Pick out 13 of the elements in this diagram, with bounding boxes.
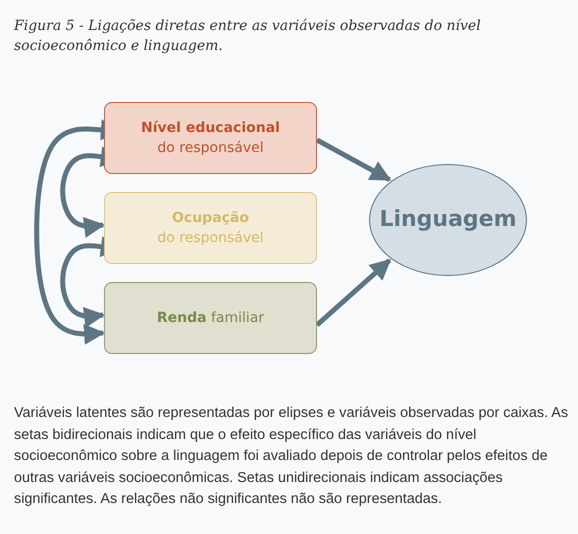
variable-name: Renda familiar: [156, 309, 264, 328]
caption: Variáveis latentes são representadas por elipses e variáveis observadas por caixas. As setas bidirecionais indicam que o efeito específico das variáveis do nível socioeconômico sobre a linguagem foi avaliado depois de controlar pelos efeitos de outras variáveis socioeconômicas. Setas unidirecionais indicam associações significantes. As relações não significantes não são representadas.: [14, 404, 570, 510]
variable-label: Linguagem: [379, 206, 517, 234]
arrow: [316, 138, 392, 182]
figure-title: Figura 5 - Ligações diretas entre as variáveis observadas do nível socioeconômico e linguagem.: [14, 17, 482, 56]
variable-detail: do responsável: [157, 139, 264, 158]
variable-name: Ocupação: [172, 209, 249, 228]
observed-variable-box: [104, 282, 317, 354]
variable-name: Nível educacional: [141, 119, 280, 138]
observed-variable-box: [104, 102, 317, 174]
arrow: [315, 258, 392, 327]
observed-variable-box: [104, 192, 317, 264]
variable-detail: do responsável: [157, 229, 264, 248]
